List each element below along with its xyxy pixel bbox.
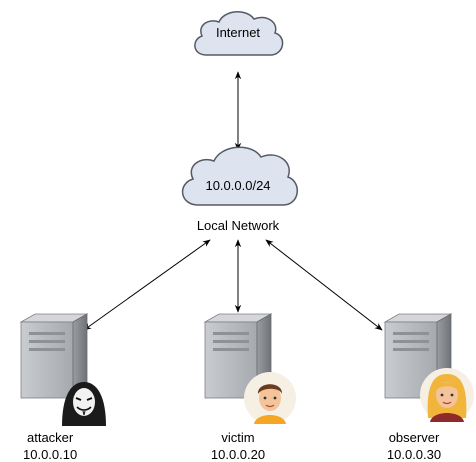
observer-node: observer 10.0.0.30: [383, 313, 474, 462]
man-avatar: [244, 372, 296, 424]
victim-node: victim 10.0.0.20: [203, 313, 296, 462]
local-network-node: 10.0.0.0/24 Local Network: [182, 146, 298, 233]
subnet-label: 10.0.0.0/24: [205, 178, 270, 193]
attacker-node: attacker 10.0.0.10: [19, 313, 106, 462]
edge-local-network-attacker: [83, 239, 211, 331]
observer-name: observer: [389, 430, 440, 445]
connections: [83, 71, 383, 331]
victim-ip: 10.0.0.20: [211, 447, 265, 462]
edge-local-network-observer: [265, 239, 383, 331]
server-icon: [19, 313, 89, 399]
woman-avatar: [420, 368, 474, 422]
local-network-caption: Local Network: [197, 218, 280, 233]
observer-ip: 10.0.0.30: [387, 447, 441, 462]
victim-name: victim: [221, 430, 254, 445]
hacker-mask-avatar: [62, 382, 106, 426]
cloud-icon: [194, 11, 284, 56]
attacker-ip: 10.0.0.10: [23, 447, 77, 462]
attacker-name: attacker: [27, 430, 74, 445]
cloud-icon: [182, 146, 298, 206]
internet-node: Internet: [194, 11, 284, 56]
internet-label: Internet: [216, 25, 260, 40]
